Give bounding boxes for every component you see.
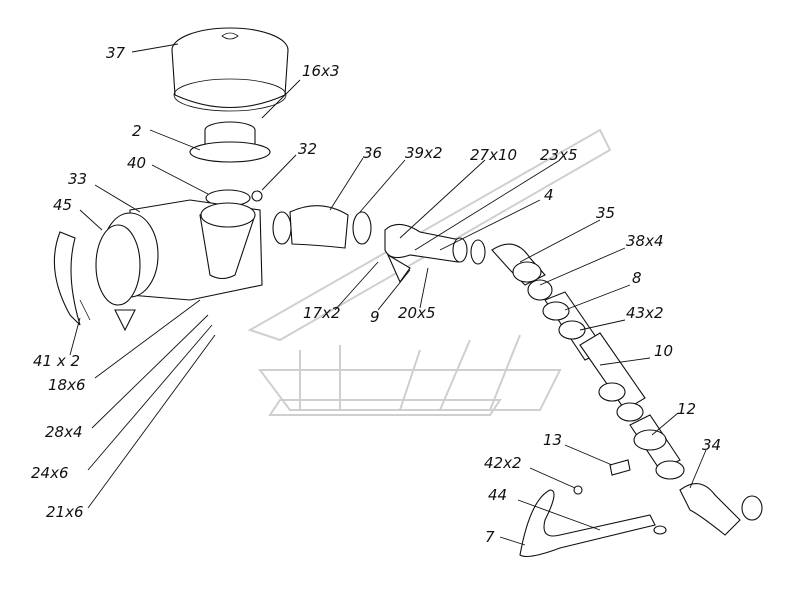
label-34: 34 xyxy=(702,436,721,454)
label-21x6: 21x6 xyxy=(46,503,84,521)
label-17x2: 17x2 xyxy=(303,304,341,322)
watermark-logo xyxy=(247,128,612,416)
label-28x4: 28x4 xyxy=(45,423,83,441)
small-hose xyxy=(519,459,667,557)
label-42x2: 42x2 xyxy=(484,454,522,472)
intake-hose xyxy=(272,205,372,249)
pipe-sections xyxy=(542,291,685,480)
callout-labels: 37 16x3 2 32 36 39x2 27x10 23x5 4 35 38x… xyxy=(31,44,721,546)
label-44: 44 xyxy=(488,486,507,504)
label-40: 40 xyxy=(127,154,146,172)
label-32: 32 xyxy=(298,140,317,158)
label-12: 12 xyxy=(677,400,696,418)
label-7: 7 xyxy=(485,528,495,546)
label-38x4: 38x4 xyxy=(626,232,664,250)
label-27x10: 27x10 xyxy=(470,146,517,164)
rubber-elbow xyxy=(491,243,553,301)
label-36: 36 xyxy=(363,144,382,162)
label-9: 9 xyxy=(370,308,380,326)
leader-lines xyxy=(69,43,707,546)
filter-ring xyxy=(189,121,271,163)
label-8: 8 xyxy=(632,269,642,287)
elbow-tube xyxy=(384,223,486,284)
label-33: 33 xyxy=(68,170,87,188)
label-4: 4 xyxy=(544,186,554,204)
label-18x6: 18x6 xyxy=(48,376,86,394)
label-35: 35 xyxy=(596,204,615,222)
label-2: 2 xyxy=(132,122,142,140)
label-41x2: 41 x 2 xyxy=(33,352,80,370)
label-45: 45 xyxy=(53,196,72,214)
label-16x3: 16x3 xyxy=(302,62,340,80)
label-20x5: 20x5 xyxy=(398,304,436,322)
label-13: 13 xyxy=(543,431,562,449)
filter-lid xyxy=(53,224,141,326)
label-39x2: 39x2 xyxy=(405,144,443,162)
label-10: 10 xyxy=(654,342,673,360)
outlet-elbow xyxy=(679,483,763,536)
filter-cover xyxy=(171,27,289,112)
label-24x6: 24x6 xyxy=(31,464,69,482)
label-23x5: 23x5 xyxy=(540,146,578,164)
label-37: 37 xyxy=(106,44,126,62)
label-43x2: 43x2 xyxy=(626,304,664,322)
